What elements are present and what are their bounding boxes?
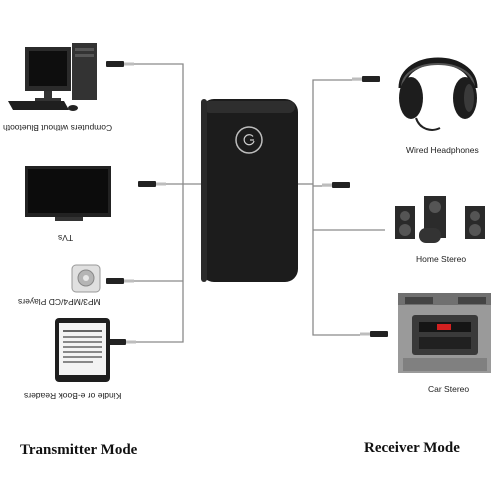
aux-jack-icon (106, 61, 134, 67)
aux-jack-icon (108, 339, 136, 345)
aux-jack-icon (138, 181, 166, 187)
home-stereo-icon (395, 196, 485, 243)
receiver-mode-label: Receiver Mode (364, 440, 460, 456)
power-button-icon (235, 126, 263, 154)
receiver-cables (297, 79, 385, 336)
transmitter-cables (125, 63, 205, 343)
output-label-car-stereo: Car Stereo (428, 384, 470, 394)
ebook-reader-icon (55, 318, 110, 382)
output-label-home-stereo: Home Stereo (416, 254, 467, 264)
output-label-headphones: Wired Headphones (406, 145, 479, 155)
source-label-tv: TVs (58, 233, 74, 243)
source-label-ebook: Kindle or e-Book Readers (24, 391, 122, 401)
car-stereo-icon (398, 293, 491, 373)
source-label-computer: Computers without Bluetooth (3, 123, 113, 133)
aux-jack-icon (106, 278, 134, 284)
aux-jack-icon (352, 76, 380, 82)
computer-icon (8, 43, 97, 111)
mp3-player-icon (71, 264, 101, 293)
aux-jack-icon (360, 331, 388, 337)
aux-jack-icon (322, 182, 350, 188)
source-label-mp3: MP3/MP4/CD Players (18, 297, 101, 307)
headphones-icon (398, 57, 478, 131)
bluetooth-device (201, 99, 298, 282)
tv-icon (25, 166, 111, 221)
transmitter-mode-label: Transmitter Mode (20, 442, 138, 458)
